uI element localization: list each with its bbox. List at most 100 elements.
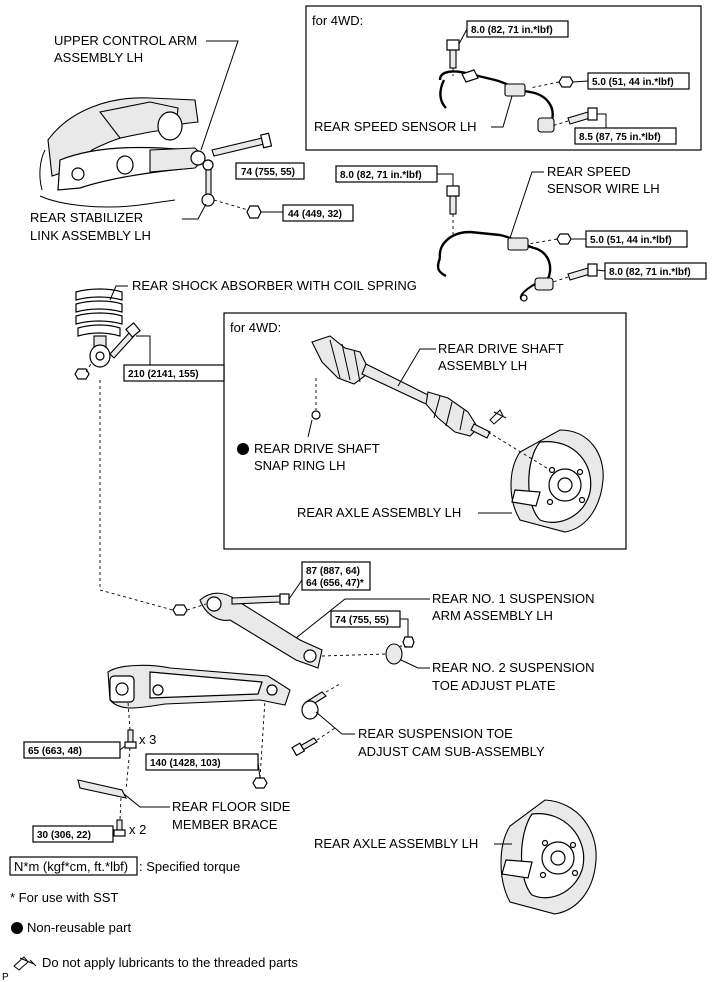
no2-toe-adjust-plate: [321, 636, 415, 665]
torque-box-sensor-lower: [574, 127, 677, 145]
legend-torque-units: N*m (kgf*cm, ft.*lbf): [14, 859, 128, 874]
sensor-nut-right: [529, 76, 574, 89]
rear-drive-shaft-drawing: [311, 335, 491, 439]
callout-snap-ring-line2: SNAP RING LH: [254, 458, 346, 473]
multiplier-lower: x 2: [129, 822, 146, 837]
callout-no2-plate-line1: REAR NO. 2 SUSPENSION: [432, 660, 595, 675]
callout-toe-cam-line1: REAR SUSPENSION TOE: [358, 726, 513, 741]
rear-shock-absorber-drawing: [75, 288, 123, 368]
nonreusable-legend-icon: [11, 922, 23, 934]
torque-toe-cam: 140 (1428, 103): [150, 758, 221, 769]
torque-no1-arm-line1: 87 (887, 64): [306, 566, 360, 577]
no-lubricant-legend-icon: [13, 956, 37, 971]
rear-axle-assembly-lower-drawing: [500, 799, 597, 915]
brace-bolt-upper: [124, 701, 137, 749]
callout-drive-shaft-line2: ASSEMBLY LH: [438, 358, 527, 373]
torque-box-shock: [123, 364, 225, 382]
leader-drive-shaft: [397, 348, 436, 387]
wire-bolt-lower: [552, 263, 598, 283]
rear-speed-sensor-drawing: [438, 69, 555, 133]
torque-stab-link: 44 (449, 32): [288, 209, 342, 220]
callout-no2-plate-line2: TOE ADJUST PLATE: [432, 678, 556, 693]
wire-bolt-top: [446, 185, 460, 234]
legend-torque-box: [9, 856, 138, 876]
torque-sensor-lower: 8.5 (87, 75 in.*lbf): [579, 132, 661, 143]
torque-shock: 210 (2141, 155): [128, 369, 199, 380]
torque-sensor-bolt: 8.0 (82, 71 in.*lbf): [471, 25, 553, 36]
torque-box-no1-arm: [301, 561, 371, 591]
leader-snap-ring: [307, 419, 313, 438]
leader-speed-sensor-wire: [509, 171, 544, 239]
callout-toe-cam-line2: ADJUST CAM SUB-ASSEMBLY: [358, 744, 545, 759]
torque-no1-arm-line2: 64 (656, 47)*: [306, 578, 364, 589]
shock-nut: [74, 361, 93, 380]
sensor-bolt-top: [446, 39, 460, 76]
leader-rear-speed-sensor: [491, 95, 513, 128]
upper-arm-bolt: [211, 132, 273, 157]
no1-arm-nut: [172, 603, 207, 616]
rear-floor-side-member-brace: [77, 747, 131, 799]
legend-nonreusable: Non-reusable part: [27, 920, 131, 935]
nonreusable-marker-snap-ring: [237, 443, 249, 455]
no-lubricant-icon-shaft: [489, 409, 507, 425]
upper-control-arm: [149, 147, 206, 173]
callout-speed-sensor-wire-line1: REAR SPEED: [547, 164, 631, 179]
torque-box-stab-link: [282, 204, 354, 222]
sensor-bolt-lower: [551, 107, 598, 127]
callout-upper-control-arm-line2: ASSEMBLY LH: [54, 50, 143, 65]
callout-shock-absorber: REAR SHOCK ABSORBER WITH COIL SPRING: [132, 278, 417, 293]
callout-upper-control-arm-line1: UPPER CONTROL ARM: [54, 33, 197, 48]
wire-nut-right: [527, 233, 572, 245]
torque-brace-lower: 30 (306, 22): [37, 830, 91, 841]
callout-speed-sensor-wire-line2: SENSOR WIRE LH: [547, 181, 660, 196]
leader-floor-brace: [123, 793, 170, 808]
rear-axle-assembly-upper-drawing: [487, 429, 604, 533]
callout-stabilizer-link-line1: REAR STABILIZER: [30, 210, 143, 225]
rear-stabilizer-link: [201, 159, 215, 207]
leader-no1-arm: [295, 598, 430, 639]
torque-wire-nut: 5.0 (51, 44 in.*lbf): [590, 235, 672, 246]
multiplier-upper: x 3: [139, 732, 156, 747]
callout-floor-brace-line2: MEMBER BRACE: [172, 817, 278, 832]
no1-arm-bolt: [231, 593, 290, 605]
leader-no2-plate: [400, 659, 430, 669]
stab-link-nut: [213, 199, 262, 219]
leader-stabilizer-link: [182, 203, 207, 220]
rear-lower-arm: [107, 664, 291, 709]
inset-label-top: for 4WD:: [312, 13, 363, 28]
rear-speed-sensor-wire-drawing: [436, 230, 554, 302]
torque-sensor-nut: 5.0 (51, 44 in.*lbf): [592, 77, 674, 88]
torque-brace-upper: 65 (663, 48): [28, 746, 82, 757]
snap-ring: [311, 378, 321, 420]
callout-floor-brace-line1: REAR FLOOR SIDE: [172, 799, 291, 814]
toe-cam-nut: [252, 699, 268, 789]
toe-cam-bolt-lower: [291, 727, 336, 757]
callout-drive-shaft-line1: REAR DRIVE SHAFT: [438, 341, 564, 356]
legend-torque-desc: : Specified torque: [139, 859, 240, 874]
legend-sst-note: * For use with SST: [10, 890, 118, 905]
toe-adjust-cam-bolt: [301, 683, 341, 720]
shock-bolt: [109, 322, 141, 359]
torque-box-upper-arm: [235, 162, 305, 180]
callout-no1-arm-line1: REAR NO. 1 SUSPENSION: [432, 591, 595, 606]
rear-no1-suspension-arm: [199, 592, 323, 669]
corner-mark: P: [2, 972, 9, 982]
callout-rear-speed-sensor: REAR SPEED SENSOR LH: [314, 119, 477, 134]
torque-no2-plate: 74 (755, 55): [335, 615, 389, 626]
callout-snap-ring-line1: REAR DRIVE SHAFT: [254, 441, 380, 456]
legend-lubricant: Do not apply lubricants to the threaded …: [42, 955, 298, 970]
leader-shock-absorber: [109, 285, 128, 301]
alignment-line-shock: [99, 380, 181, 613]
inset-label-middle: for 4WD:: [230, 320, 281, 335]
torque-wire-lower: 8.0 (82, 71 in.*lbf): [609, 267, 691, 278]
callout-axle-lower: REAR AXLE ASSEMBLY LH: [314, 836, 478, 851]
brace-bolt-lower: [113, 797, 126, 837]
callout-stabilizer-link-line2: LINK ASSEMBLY LH: [30, 228, 151, 243]
callout-no1-arm-line2: ARM ASSEMBLY LH: [432, 608, 553, 623]
callout-axle-upper: REAR AXLE ASSEMBLY LH: [297, 505, 461, 520]
torque-wire-bolt: 8.0 (82, 71 in.*lbf): [340, 170, 422, 181]
leader-upper-control-arm: [200, 40, 239, 151]
torque-upper-arm: 74 (755, 55): [241, 167, 295, 178]
leader-toe-cam: [315, 711, 355, 735]
